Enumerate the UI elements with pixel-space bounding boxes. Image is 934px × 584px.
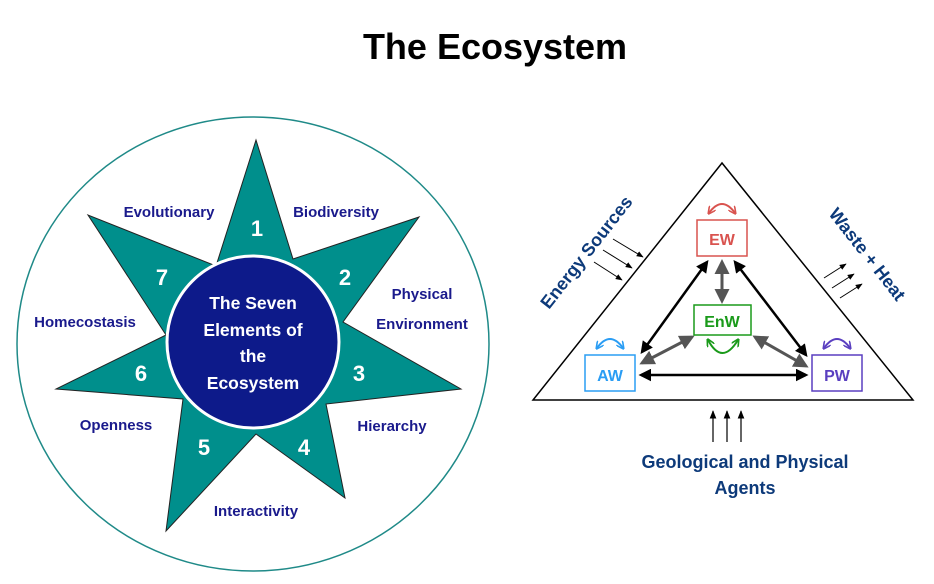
energy-arrow-3 <box>593 261 623 281</box>
ew-node <box>696 219 748 257</box>
label-interactivity: Interactivity <box>214 503 299 520</box>
center-circle <box>165 254 341 430</box>
ecosystem-triangle: Energy Sources Waste + Heat Geological a… <box>531 161 915 498</box>
aw-node <box>584 354 636 392</box>
pw-self-loop-icon <box>824 338 850 348</box>
geological-label-line-2: Agents <box>714 478 775 498</box>
page-title: The Ecosystem <box>362 26 628 67</box>
star-number-5: 5 <box>198 435 210 460</box>
pw-label: PW <box>824 368 851 385</box>
center-text-line-1: The Seven <box>209 293 297 313</box>
enw-aw-arrow <box>639 335 695 365</box>
waste-arrow-3 <box>839 283 863 299</box>
enw-self-loop-icon <box>708 340 738 354</box>
label-hierarchy: Hierarchy <box>357 418 427 435</box>
center-text-line-3: the <box>240 346 267 366</box>
waste-heat-label: Waste + Heat <box>825 204 910 304</box>
seven-elements-star: The Seven Elements of the Ecosystem 1 2 … <box>16 116 490 572</box>
aw-label: AW <box>597 368 624 385</box>
label-physical: Physical <box>392 286 453 303</box>
star-number-2: 2 <box>339 265 351 290</box>
label-environment: Environment <box>376 316 468 333</box>
star-number-4: 4 <box>298 435 311 460</box>
label-evolutionary: Evolutionary <box>124 204 216 221</box>
label-biodiversity: Biodiversity <box>293 204 380 221</box>
star-number-3: 3 <box>353 361 365 386</box>
enw-label: EnW <box>704 314 740 331</box>
geological-label-line-1: Geological and Physical <box>641 452 848 472</box>
ew-self-loop-icon <box>709 203 735 213</box>
enw-node <box>693 304 752 336</box>
star-number-1: 1 <box>251 216 263 241</box>
star-number-6: 6 <box>135 361 147 386</box>
star-number-7: 7 <box>156 265 168 290</box>
aw-self-loop-icon <box>597 338 623 348</box>
center-text-line-2: Elements of <box>203 320 302 340</box>
enw-pw-arrow <box>752 335 809 368</box>
waste-arrow-2 <box>831 273 855 289</box>
label-openness: Openness <box>80 417 153 434</box>
energy-arrow-1 <box>612 238 644 258</box>
ew-label: EW <box>709 232 736 249</box>
label-homecostasis: Homecostasis <box>34 314 136 331</box>
pw-node <box>811 354 863 392</box>
waste-arrow-1 <box>823 263 847 279</box>
center-text-line-4: Ecosystem <box>207 373 299 393</box>
energy-arrow-2 <box>602 249 633 269</box>
